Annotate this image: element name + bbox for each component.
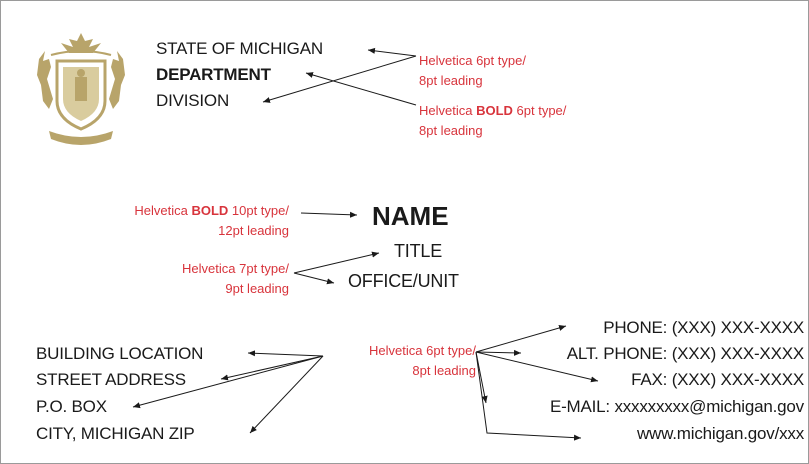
note-text: Helvetica (134, 203, 192, 218)
name-text: NAME (372, 201, 449, 231)
arrow (475, 351, 488, 404)
arrow (293, 251, 380, 274)
arrow (300, 211, 358, 218)
note-line: Helvetica BOLD 6pt type/ (419, 101, 566, 121)
title-text: TITLE (394, 241, 443, 261)
contact-phone: PHONE: (XXX) XXX-XXXX (603, 318, 804, 337)
note-line: 8pt leading (419, 123, 483, 138)
note-line: 8pt leading (412, 363, 476, 378)
note-text: 6pt type/ (512, 103, 567, 118)
office-text: OFFICE/UNIT (348, 271, 459, 291)
address-po-box: P.O. BOX (36, 397, 107, 416)
note-line: Helvetica 7pt type/ (182, 261, 289, 276)
header-regular-note: Helvetica 6pt type/ 8pt leading (419, 51, 526, 91)
note-line: Helvetica 6pt type/ (419, 53, 526, 68)
note-line: Helvetica 6pt type/ (369, 343, 476, 358)
contact-fax: FAX: (XXX) XXX-XXXX (631, 370, 804, 389)
arrow (475, 325, 567, 353)
arrow (475, 351, 599, 383)
contact-note: Helvetica 6pt type/ 8pt leading (301, 341, 476, 381)
arrow (247, 350, 324, 357)
note-bold-word: BOLD (191, 203, 229, 218)
arrow (220, 355, 324, 381)
note-line: 12pt leading (218, 223, 289, 238)
note-line: 8pt leading (419, 73, 483, 88)
note-line: Helvetica BOLD 10pt type/ (71, 201, 289, 221)
contact-alt-phone: ALT. PHONE: (XXX) XXX-XXXX (566, 344, 804, 363)
arrow (262, 55, 417, 103)
note-text: Helvetica (419, 103, 477, 118)
header-state-line: STATE OF MICHIGAN (156, 39, 323, 58)
arrow (249, 355, 324, 434)
note-bold-word: BOLD (476, 103, 513, 118)
note-line: 9pt leading (225, 281, 289, 296)
address-city: CITY, MICHIGAN ZIP (36, 424, 195, 443)
address-street: STREET ADDRESS (36, 370, 186, 389)
state-seal-icon (37, 33, 125, 145)
contact-website: www.michigan.gov/xxx (636, 424, 804, 443)
header-bold-note: Helvetica BOLD 6pt type/ 8pt leading (419, 101, 566, 141)
header-department-line: DEPARTMENT (156, 65, 271, 84)
header-division-line: DIVISION (156, 91, 230, 110)
name-regular-note: Helvetica 7pt type/ 9pt leading (71, 259, 289, 299)
arrow (367, 47, 417, 57)
arrow (475, 351, 582, 441)
contact-email: E-MAIL: xxxxxxxxx@michigan.gov (549, 397, 804, 416)
name-bold-note: Helvetica BOLD 10pt type/ 12pt leading (71, 201, 289, 241)
arrow (305, 72, 417, 106)
address-building: BUILDING LOCATION (36, 344, 204, 363)
arrow (475, 349, 522, 356)
arrow (293, 272, 335, 285)
arrow (132, 355, 324, 409)
note-text: 10pt type/ (228, 203, 289, 218)
